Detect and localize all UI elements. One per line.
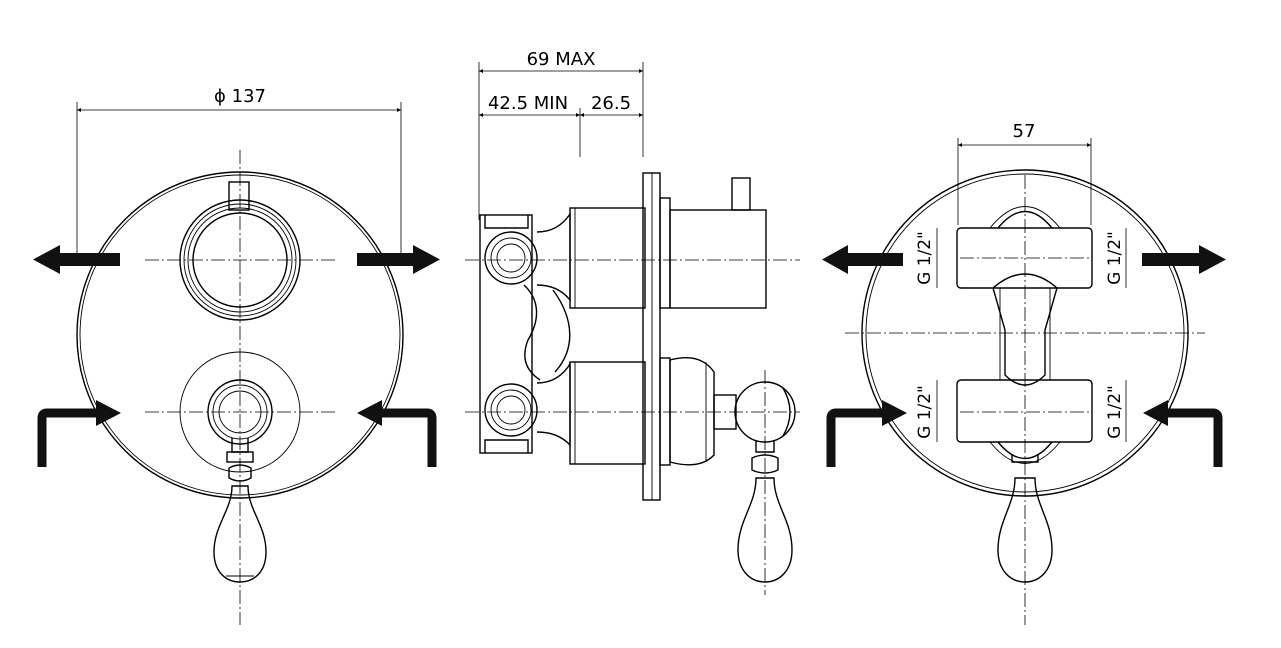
- depth-dimensions: 69 MAX 42.5 MIN 26.5: [478, 49, 644, 220]
- valve-body: [479, 207, 646, 465]
- outlet-arrow-right: [357, 245, 440, 274]
- front-view: ϕ 137: [33, 86, 440, 625]
- plate-depth-label: 26.5: [591, 93, 631, 114]
- thread-label-upper-left: G 1/2": [915, 231, 935, 285]
- thread-label-lower-right: G 1/2": [1105, 385, 1125, 439]
- port-spacing-label: 57: [1013, 121, 1036, 142]
- rear-outlet-arrow-left: [822, 245, 903, 274]
- inlet-arrow-left: [37, 400, 121, 467]
- thread-callouts: G 1/2" G 1/2" G 1/2" G 1/2": [915, 228, 1127, 442]
- inlet-arrow-right: [357, 400, 437, 467]
- side-upper-knob: [669, 177, 767, 309]
- rear-view: 57 G 1/2" G 1/2": [822, 121, 1226, 625]
- thread-label-lower-left: G 1/2": [915, 385, 935, 439]
- upper-knob: [179, 181, 301, 321]
- side-cover-plate: [642, 172, 671, 501]
- min-depth-label: 42.5 MIN: [488, 93, 568, 114]
- side-view: 69 MAX 42.5 MIN 26.5: [465, 49, 800, 595]
- rear-outlet-arrow-right: [1142, 245, 1226, 274]
- diameter-label: ϕ 137: [214, 86, 266, 107]
- thread-label-upper-right: G 1/2": [1105, 231, 1125, 285]
- max-depth-label: 69 MAX: [527, 49, 596, 70]
- outlet-arrow-left: [33, 245, 120, 274]
- rear-valve-body: [956, 206, 1093, 583]
- lower-knob: [179, 351, 301, 473]
- lever-handle: [213, 438, 267, 583]
- port-spacing-dimension: 57: [957, 121, 1092, 225]
- diameter-dimension: ϕ 137: [76, 86, 402, 262]
- rear-inlet-arrow-left: [826, 400, 907, 467]
- rear-inlet-arrow-right: [1143, 400, 1223, 467]
- side-lower-knob: [669, 357, 796, 583]
